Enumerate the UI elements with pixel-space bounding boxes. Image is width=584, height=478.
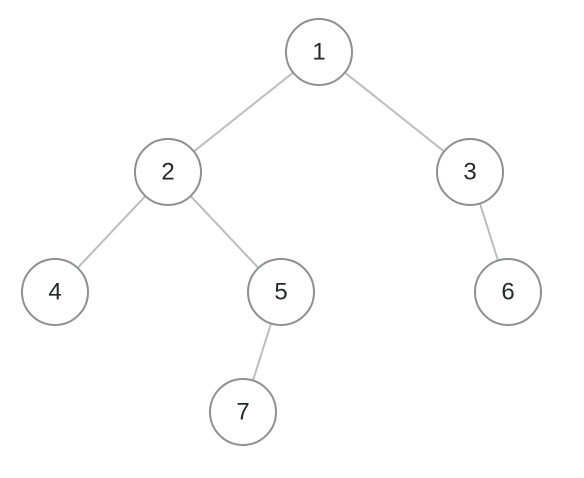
tree-node-label: 7 <box>236 399 249 426</box>
tree-node-7: 7 <box>209 378 277 446</box>
tree-node-6: 6 <box>474 258 542 326</box>
tree-node-3: 3 <box>436 138 504 206</box>
tree-node-label: 3 <box>463 159 476 186</box>
tree-node-circle <box>209 378 277 446</box>
tree-node-2: 2 <box>134 138 202 206</box>
tree-node-circle <box>436 138 504 206</box>
edge-1-3 <box>344 71 445 153</box>
edge-1-2 <box>193 71 294 153</box>
tree-node-label: 6 <box>501 279 514 306</box>
tree-node-4: 4 <box>21 258 89 326</box>
tree-nodes: 1 2 3 4 5 6 7 <box>21 18 542 446</box>
edge-3-6 <box>479 203 499 261</box>
edge-5-7 <box>252 323 272 381</box>
tree-edges <box>76 71 499 381</box>
tree-node-5: 5 <box>247 258 315 326</box>
tree-node-label: 5 <box>274 279 287 306</box>
tree-node-1: 1 <box>285 18 353 86</box>
tree-node-circle <box>474 258 542 326</box>
edge-2-4 <box>76 195 147 269</box>
tree-node-label: 1 <box>312 39 325 66</box>
edge-2-5 <box>189 195 260 269</box>
tree-node-circle <box>285 18 353 86</box>
tree-node-circle <box>21 258 89 326</box>
tree-node-circle <box>134 138 202 206</box>
tree-node-label: 2 <box>161 159 174 186</box>
tree-node-circle <box>247 258 315 326</box>
tree-node-label: 4 <box>48 279 61 306</box>
